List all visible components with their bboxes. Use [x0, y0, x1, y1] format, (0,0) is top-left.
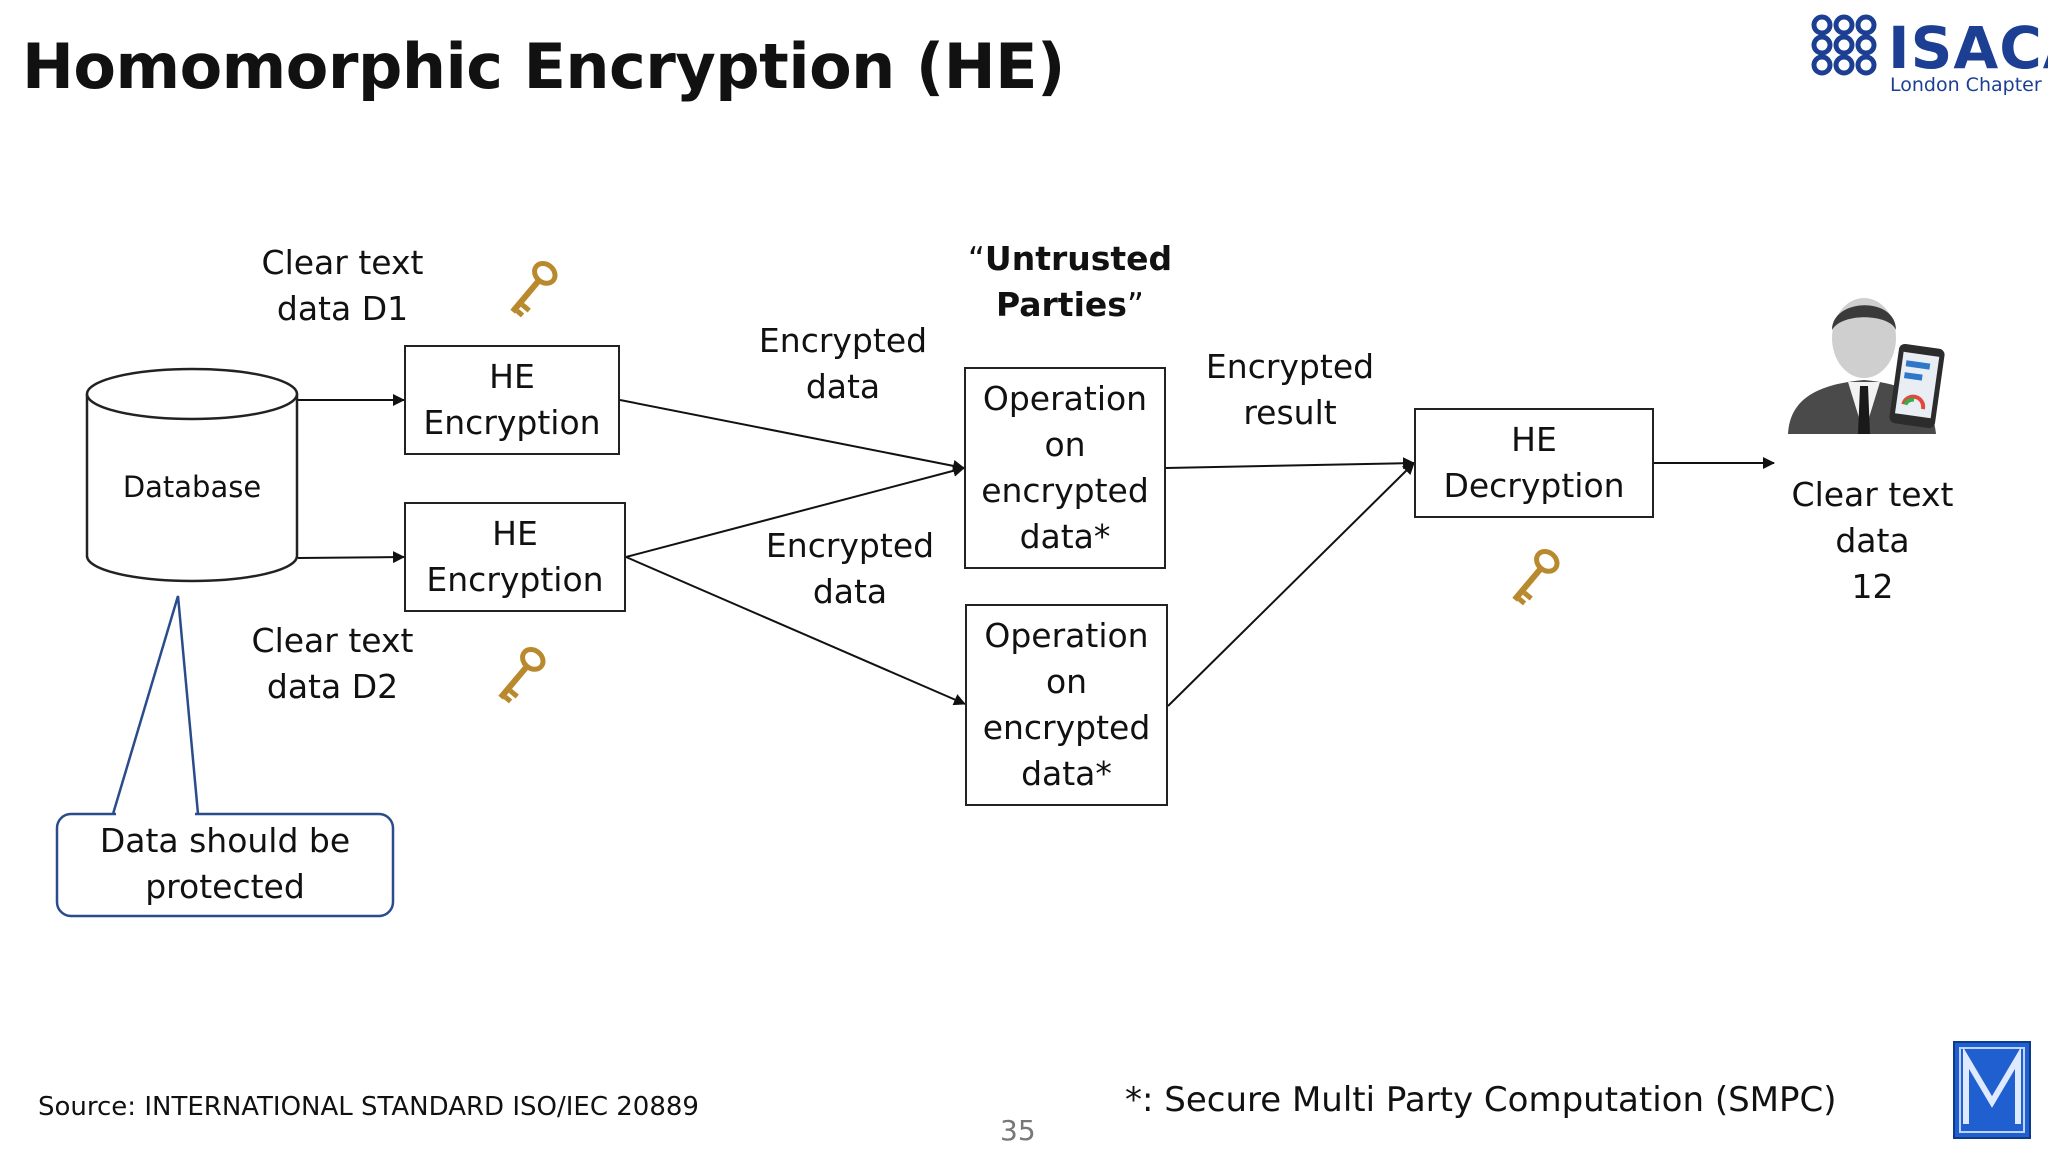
isaca-logo-subtitle: London Chapter [1890, 74, 2042, 96]
operation-box-2: Operation on encrypted data* [965, 604, 1168, 806]
label-untrusted-parties: “Untrusted Parties” [967, 239, 1173, 324]
key-icon [498, 647, 546, 704]
page-number: 35 [1000, 1114, 1036, 1147]
he-decryption-box: HE Decryption [1414, 408, 1654, 518]
page-title: Homomorphic Encryption (HE) [22, 30, 1065, 103]
label-clear-text-result: Clear text data 12 [1791, 475, 1954, 606]
label-encrypted-result: Encrypted result [1205, 347, 1375, 432]
source-citation: Source: INTERNATIONAL STANDARD ISO/IEC 2… [38, 1092, 699, 1122]
key-icon [510, 261, 558, 318]
footnote: *: Secure Multi Party Computation (SMPC) [1125, 1080, 1837, 1120]
database-cylinder [85, 367, 299, 583]
m-logo-icon [1953, 1041, 2031, 1139]
label-clear-text-d2: Clear text data D2 [251, 621, 414, 706]
label-encrypted-data-top: Encrypted data [758, 321, 928, 406]
database-label: Database [122, 470, 262, 504]
he-encryption-box-1: HE Encryption [404, 345, 620, 455]
key-icon [1512, 549, 1560, 606]
arrow-enc2-to-op1 [625, 464, 965, 558]
isaca-logo-text: ISACA [1888, 14, 2048, 82]
arrow-enc2-to-op2 [625, 556, 966, 706]
isaca-logo-icon [1811, 14, 1877, 76]
operation-box-1: Operation on encrypted data* [964, 367, 1166, 569]
arrow-op1-to-dec [1165, 457, 1415, 470]
callout-bubble [55, 595, 395, 918]
arrow-enc1-to-op1 [619, 399, 965, 472]
arrow-db-to-enc2 [297, 551, 405, 564]
person-with-phone-icon [1788, 298, 1945, 434]
arrow-op2-to-dec [1167, 462, 1415, 707]
he-encryption-box-2: HE Encryption [404, 502, 626, 612]
label-encrypted-data-bottom: Encrypted data [765, 526, 935, 611]
callout-text: Data should be protected [99, 821, 351, 906]
label-clear-text-d1: Clear text data D1 [261, 243, 424, 328]
